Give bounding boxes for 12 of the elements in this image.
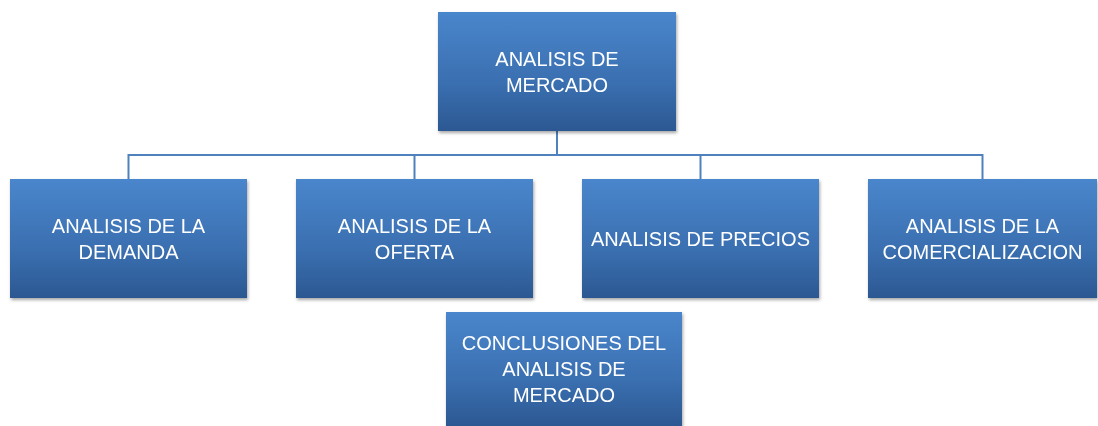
process-box bbox=[446, 312, 682, 426]
process-box bbox=[10, 179, 247, 298]
box-label: ANALISIS DE LA COMERCIALIZACION bbox=[881, 213, 1084, 265]
box-label: ANALISIS DE PRECIOS bbox=[591, 226, 810, 252]
box-label: CONCLUSIONES DEL ANALISIS DE MERCADO bbox=[460, 331, 668, 408]
process-box bbox=[438, 12, 676, 131]
box-label: ANALISIS DE LA OFERTA bbox=[336, 213, 493, 265]
process-box bbox=[582, 179, 819, 298]
process-box bbox=[868, 179, 1097, 298]
box-label: ANALISIS DE LA DEMANDA bbox=[50, 213, 207, 265]
box-label: ANALISIS DE MERCADO bbox=[494, 46, 620, 98]
process-box bbox=[296, 179, 533, 298]
